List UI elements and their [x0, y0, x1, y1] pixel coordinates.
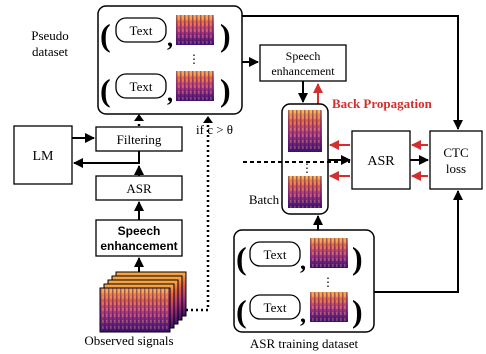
batch-label: Batch — [249, 192, 280, 207]
text-pill-label: Text — [130, 23, 153, 38]
lm-box — [13, 125, 73, 185]
speech-enhancement-label-1: Speech — [286, 49, 321, 63]
speech-enhancement-left-label-2: enhancement — [100, 239, 177, 253]
asr-training-dataset-box — [233, 229, 375, 333]
comma: , — [300, 302, 306, 328]
comma: , — [167, 26, 173, 52]
filtering-label: Filtering — [117, 132, 162, 147]
close-paren: ) — [220, 72, 231, 108]
filtering-box — [95, 126, 183, 152]
observed-signals-label: Observed signals — [84, 333, 173, 348]
spectrogram-thumbnail — [176, 71, 214, 101]
back-propagation-label: Back Propagation — [332, 96, 433, 111]
pseudo-dataset-label-1: Pseudo — [31, 28, 69, 43]
observed-signals-stack — [99, 271, 187, 333]
asr-box-left — [95, 175, 183, 201]
text-pill-label: Text — [264, 300, 287, 315]
asr-training-dataset-label: ASR training dataset — [250, 336, 359, 351]
close-paren: ) — [220, 17, 231, 53]
vertical-ellipsis: ⋮ — [301, 161, 313, 175]
comma: , — [300, 249, 306, 275]
dotted-arrowhead — [134, 114, 144, 121]
open-paren: ( — [236, 240, 247, 276]
vertical-ellipsis: ⋮ — [322, 275, 334, 289]
filter-condition-label: if c > θ — [196, 122, 233, 137]
spectrogram-thumbnail — [310, 238, 348, 268]
speech-enhancement-box-top — [259, 44, 347, 82]
asr-label-right: ASR — [367, 154, 395, 169]
arrow-pseudo-to-ctc — [242, 15, 463, 130]
ctc-loss-label-1: CTC — [443, 145, 468, 160]
batch-spectrogram — [288, 110, 322, 152]
dotted-arrow-signals-to-pseudo — [186, 122, 210, 312]
pseudo-dataset-box — [97, 5, 243, 115]
text-pill — [115, 17, 167, 43]
asr-box-right — [351, 130, 411, 190]
arrow-filtering-to-lm — [73, 151, 140, 168]
close-paren: ) — [352, 293, 363, 329]
asr-label-left: ASR — [126, 181, 152, 196]
ctc-loss-label-2: loss — [446, 161, 466, 176]
text-pill — [249, 294, 301, 320]
spectrogram-thumbnail — [176, 15, 214, 45]
text-pill — [115, 73, 167, 99]
text-pill — [249, 241, 301, 267]
comma: , — [167, 81, 173, 107]
close-paren: ) — [352, 240, 363, 276]
text-pill-label: Text — [264, 247, 287, 262]
speech-enhancement-label-2: enhancement — [271, 64, 335, 78]
open-paren: ( — [100, 72, 111, 108]
open-paren: ( — [100, 17, 111, 53]
ctc-loss-box — [429, 130, 483, 190]
lm-label: LM — [33, 149, 55, 164]
speech-enhancement-left-label-1: Speech — [118, 224, 161, 238]
open-paren: ( — [236, 293, 247, 329]
text-pill-label: Text — [130, 79, 153, 94]
spectrogram-thumbnail — [310, 292, 348, 322]
vertical-ellipsis: ⋮ — [188, 52, 200, 66]
dotted-arrowhead — [203, 116, 213, 123]
pseudo-dataset-label-2: dataset — [32, 44, 68, 59]
batch-spectrogram — [288, 176, 322, 208]
arrow-training-to-ctc — [374, 190, 463, 293]
